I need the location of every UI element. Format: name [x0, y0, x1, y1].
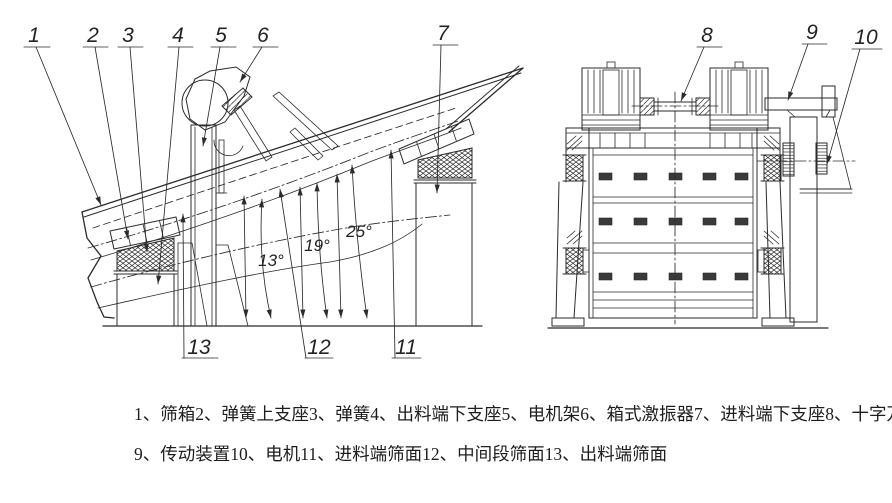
callout-number-7: 7: [437, 22, 450, 45]
spring-coil: [417, 147, 473, 179]
motor-shaft-end: [815, 142, 828, 175]
callout-7: 7: [432, 22, 459, 194]
callout-1: 1: [23, 24, 102, 206]
chute-ribs: [233, 91, 339, 162]
callout-6: 6: [239, 24, 279, 83]
callout-number-11: 11: [395, 336, 417, 359]
lower-seat-pedestal: [116, 273, 175, 327]
legs: [551, 181, 795, 327]
motor-pulley: [181, 79, 229, 127]
callout-3: 3: [117, 24, 149, 253]
screen-box-outline: [81, 65, 524, 319]
legend-item: 5、电机架: [501, 404, 581, 424]
end-view: [547, 61, 856, 329]
drive-unit: [756, 85, 856, 323]
callout-9: 9: [787, 21, 828, 101]
right-foot: [761, 317, 795, 327]
angle-label-19: 19°: [304, 236, 330, 255]
legend-item: 6、箱式激振器: [580, 404, 694, 424]
callout-number-4: 4: [172, 24, 184, 47]
left-foot: [551, 317, 585, 327]
callout-2: 2: [82, 24, 130, 240]
callout-number-1: 1: [28, 24, 40, 47]
callout-12: 12: [278, 188, 334, 359]
callout-13: 13: [180, 213, 219, 359]
callout-4: 4: [156, 24, 194, 285]
legend-item: 9、传动装置: [134, 444, 231, 464]
support-wedge: [177, 242, 208, 327]
callout-number-10: 10: [854, 26, 878, 49]
left-exciter: [581, 61, 641, 131]
support-column: [177, 124, 249, 327]
feed-end-support: [398, 118, 477, 327]
callout-number-9: 9: [806, 21, 818, 44]
box-body: [565, 127, 781, 319]
deck-curves: [87, 107, 462, 309]
legend-item: 3、弹簧: [309, 404, 371, 424]
lower-seat-pedestal: [415, 182, 473, 327]
spring-upper-seat: [109, 216, 181, 250]
callout-10: 10: [826, 26, 883, 165]
legend-row-2: 9、传动装置 10、电机 11、进料端筛面 12、中间段筛面 13、出料端筛面: [134, 442, 667, 466]
legend-item: 11、进料端筛面: [300, 444, 423, 464]
callout-8: 8: [680, 24, 723, 102]
callout-number-3: 3: [122, 24, 134, 47]
motor-stand-plate: [789, 116, 818, 323]
drive-beam: [764, 97, 838, 111]
discharge-end-support: [109, 216, 181, 327]
callout-number-6: 6: [257, 24, 269, 47]
legend-item: 12、中间段筛面: [422, 444, 545, 464]
angle-dimensions: 13° 19° 25°: [241, 164, 372, 319]
belt-arc: [213, 139, 244, 157]
callout-number-2: 2: [86, 24, 99, 47]
angle-label-13: 13°: [258, 251, 284, 270]
callout-number-12: 12: [307, 336, 331, 359]
callout-5: 5: [201, 24, 237, 147]
callout-number-13: 13: [187, 336, 211, 359]
side-springs: [562, 135, 785, 275]
legend-item: 7、进料端下支座: [694, 404, 826, 424]
screen-panel-bolts: [598, 172, 749, 281]
box-exciter: [221, 87, 253, 116]
spring-upper-seat: [398, 118, 475, 165]
right-exciter: [709, 61, 769, 131]
callout-11: 11: [388, 149, 422, 359]
side-view: 13° 19° 25°: [81, 65, 524, 327]
callout-number-8: 8: [701, 24, 713, 47]
legend-item: 8、十字万向联轴器: [825, 404, 892, 424]
callout-number-5: 5: [215, 24, 227, 47]
beam-post: [821, 85, 836, 118]
legend-row-1: 1、筛箱 2、弹簧上支座 3、弹簧 4、出料端下支座 5、电机架 6、箱式激振器…: [134, 402, 892, 426]
legend-item: 2、弹簧上支座: [195, 404, 309, 424]
legend-item: 13、出料端筛面: [544, 444, 668, 464]
legend-item: 1、筛箱: [134, 404, 196, 424]
angle-label-25: 25°: [345, 222, 372, 241]
support-wedge: [215, 244, 249, 327]
coupling-hub: [782, 142, 795, 177]
legend-item: 10、电机: [230, 444, 301, 464]
callouts: 1 2 3 4 5 6 7: [23, 21, 883, 359]
legend-item: 4、出料端下支座: [370, 404, 502, 424]
